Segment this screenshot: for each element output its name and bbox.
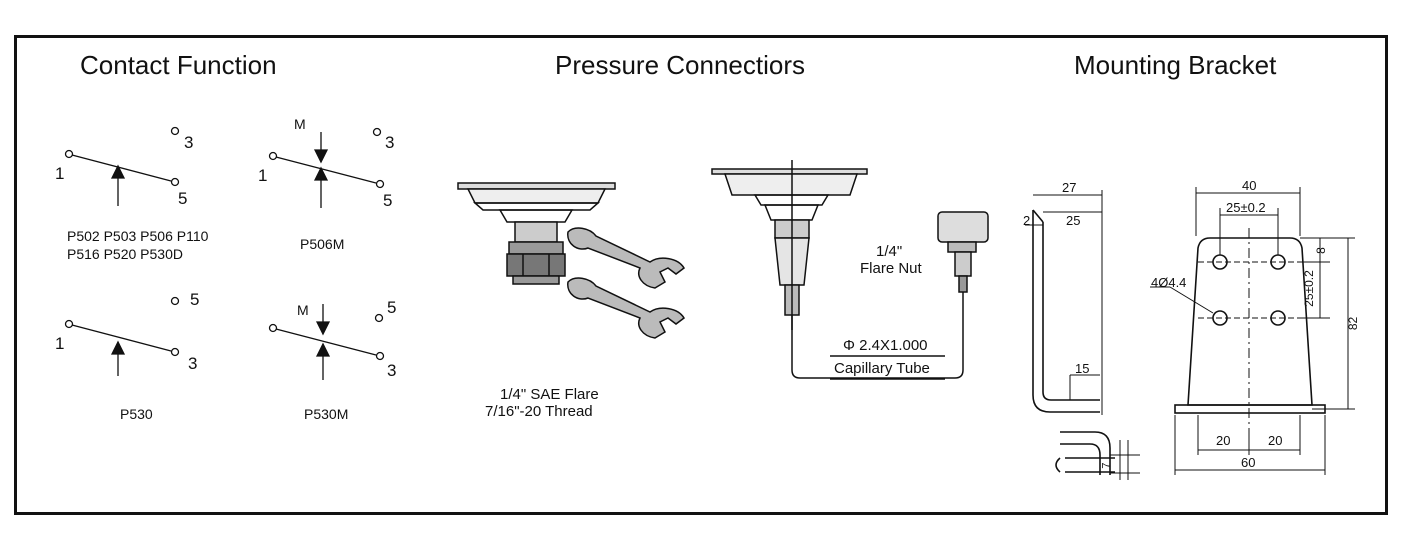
contact3-model: P530	[120, 406, 153, 422]
contact1-models-line1: P502 P503 P506 P110	[67, 228, 209, 244]
contact1-terminal-1: 1	[55, 164, 65, 183]
capillary-connector-drawing	[711, 160, 989, 380]
diagram-frame	[14, 35, 1388, 515]
mounting-bracket-heading: Mounting Bracket	[1074, 50, 1277, 80]
bracket-dim-15: 15	[1075, 361, 1090, 376]
capillary-dimension: Φ 2.4X1.000	[843, 337, 928, 354]
flare-nut-label-line2: Flare Nut	[860, 260, 922, 277]
flare-nut-label-line1: 1/4"	[876, 243, 903, 260]
contact3-terminal-1: 1	[55, 334, 65, 353]
contact4-terminal-3: 3	[387, 361, 397, 380]
contact1-models-line2: P516 P520 P530D	[67, 246, 183, 262]
contact4-m-label: M	[297, 302, 309, 318]
bracket-holes-label: 4Ø4.4	[1151, 275, 1187, 290]
contact-diagram-p506m	[268, 127, 385, 208]
flare-label-line1: 1/4" SAE Flare	[500, 386, 599, 403]
contact3-terminal-3: 3	[188, 354, 198, 373]
bracket-dim-25-tol: 25±0.2	[1226, 200, 1266, 215]
contact2-m-label: M	[294, 116, 306, 132]
contact2-terminal-1: 1	[258, 166, 268, 185]
contact2-terminal-3: 3	[385, 133, 395, 152]
bracket-dim-20-left: 20	[1216, 433, 1231, 448]
contact3-terminal-5: 5	[190, 290, 200, 309]
bracket-dim-27: 27	[1062, 180, 1077, 195]
contact-function-heading: Contact Function	[80, 50, 277, 80]
bracket-dim-40: 40	[1242, 178, 1257, 193]
bracket-dim-25-tol-vertical: 25±0.2	[1301, 270, 1316, 307]
flare-label-line2: 7/16"-20 Thread	[485, 403, 593, 420]
bracket-dim-60: 60	[1241, 455, 1256, 470]
bracket-dim-7: 7	[1100, 462, 1113, 469]
contact-diagram-p530	[64, 296, 180, 376]
bracket-dim-82: 82	[1346, 316, 1361, 331]
capillary-tube-label: Capillary Tube	[834, 360, 930, 377]
bracket-front-view	[1150, 187, 1355, 475]
contact-diagram-p502	[64, 126, 180, 206]
bracket-dim-8: 8	[1313, 247, 1328, 254]
contact2-terminal-5: 5	[383, 191, 393, 210]
contact4-terminal-5: 5	[387, 298, 397, 317]
flare-connector-drawing	[457, 182, 685, 339]
contact1-terminal-3: 3	[184, 133, 194, 152]
bracket-dim-2: 2	[1023, 213, 1031, 228]
pressure-connectors-heading: Pressure Connectiors	[555, 50, 805, 80]
bracket-side-view	[1025, 190, 1140, 480]
contact-diagram-p530m	[268, 304, 385, 380]
contact2-model: P506M	[300, 236, 345, 252]
contact4-model: P530M	[304, 406, 349, 422]
bracket-dim-25: 25	[1066, 213, 1081, 228]
contact1-terminal-5: 5	[178, 189, 188, 208]
bracket-dim-20-right: 20	[1268, 433, 1283, 448]
